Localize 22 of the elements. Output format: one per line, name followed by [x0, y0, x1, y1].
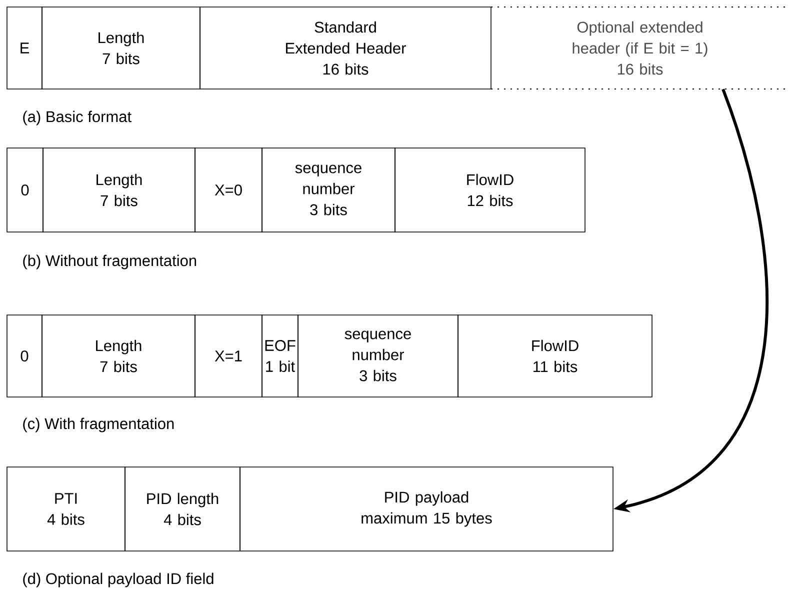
field-box: sequence number 3 bits — [298, 314, 458, 398]
field-box: PID payload maximum 15 bytes — [240, 466, 614, 552]
field-box: X=1 — [194, 314, 262, 398]
field-box: Length 7 bits — [42, 148, 196, 232]
figure-caption: (c) With fragmentation — [23, 418, 174, 432]
figure-caption: (b) Without fragmentation — [23, 254, 196, 270]
field-box: Standard Extended Header 16 bits — [200, 6, 492, 90]
field-box: 0 — [6, 148, 44, 232]
field-box: sequence number 3 bits — [262, 148, 396, 232]
field-box: FlowID 12 bits — [394, 148, 586, 232]
field-box: X=0 — [194, 148, 262, 232]
optional-field: Optional extended header (if E bit = 1) 16 bits — [490, 6, 789, 90]
field-box: PID length 4 bits — [124, 466, 240, 552]
field-box: Length 7 bits — [42, 6, 200, 90]
field-box: FlowID 11 bits — [458, 314, 652, 398]
figure-caption: (d) Optional payload ID field — [23, 572, 214, 588]
figure-caption: (a) Basic format — [23, 110, 132, 126]
field-box: EOF 1 bit — [262, 314, 298, 398]
field-box: Length 7 bits — [42, 314, 196, 398]
field-box: E — [6, 6, 42, 90]
field-box: 0 — [6, 314, 42, 398]
field-box: PTI 4 bits — [6, 466, 126, 552]
